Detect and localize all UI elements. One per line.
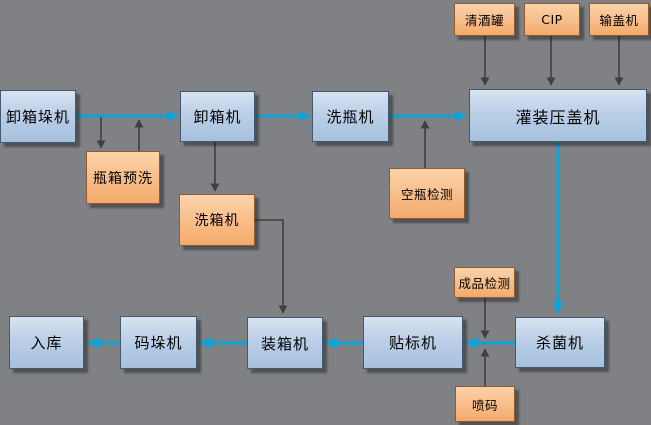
- node-palletizer: 码垛机: [120, 316, 197, 369]
- node-inkjet-coder: 喷码: [455, 386, 515, 422]
- node-crate-washer: 洗箱机: [179, 194, 255, 246]
- edge-crate-washer-to-case-packer: [255, 219, 288, 314]
- node-finished-product-inspection: 成品检测: [454, 267, 515, 298]
- node-bottle-washer: 洗瓶机: [312, 91, 389, 142]
- node-empty-bottle-inspection: 空瓶检测: [389, 168, 465, 219]
- node-decrater: 卸箱机: [180, 91, 255, 142]
- node-cip: CIP: [524, 3, 580, 36]
- node-labeler: 贴标机: [363, 316, 463, 369]
- node-cap-feeder: 输盖机: [589, 3, 649, 36]
- node-warehouse: 入库: [9, 316, 84, 369]
- node-sterilizer: 杀菌机: [515, 317, 605, 368]
- node-beer-tank: 清酒罐: [454, 3, 515, 36]
- node-crate-prewash: 瓶箱预洗: [86, 151, 160, 204]
- node-filler-capper: 灌装压盖机: [469, 89, 647, 142]
- node-unloader-depalletizer: 卸箱垛机: [0, 90, 76, 143]
- node-case-packer: 装箱机: [247, 317, 323, 369]
